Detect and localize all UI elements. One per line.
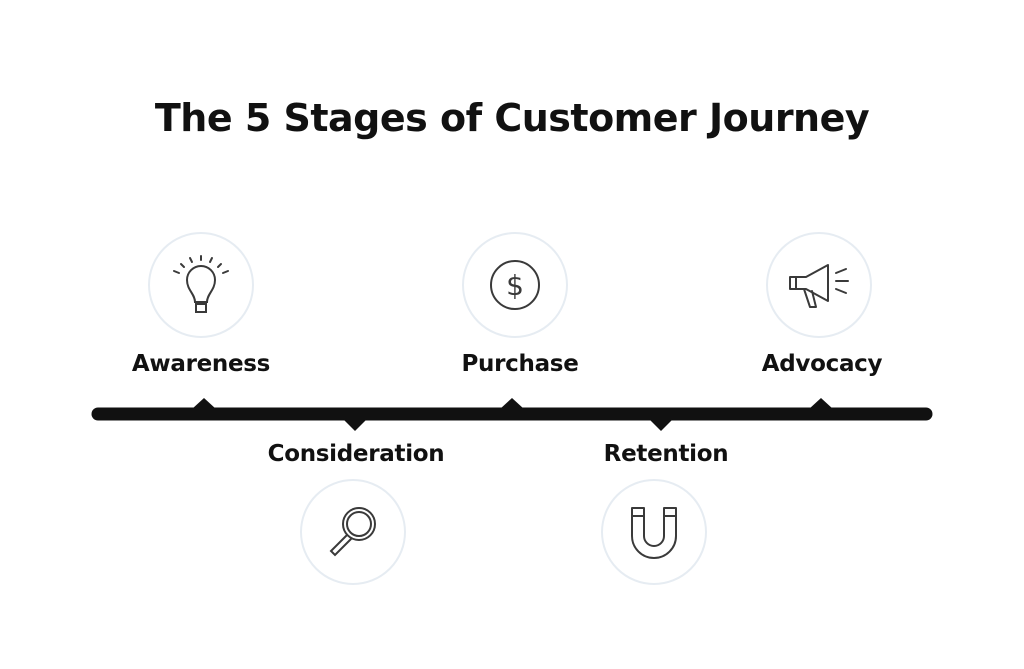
stage-consideration-circle [300,479,406,585]
magnet-icon [631,507,677,559]
stage-awareness-label: Awareness [131,351,271,377]
stage-advocacy-label: Advocacy [761,351,883,377]
magnifying-glass-icon [329,507,376,557]
stage-awareness-circle [148,232,254,338]
diagram-title: The 5 Stages of Customer Journey [154,96,870,140]
timeline-marker-purchase [500,398,524,409]
timeline-marker-advocacy [809,398,833,409]
stage-retention-label: Retention [603,441,729,467]
stage-purchase-label: Purchase [461,351,579,377]
stage-advocacy-circle [766,232,872,338]
dollar-coin-icon: $ [490,260,540,310]
stage-retention-circle [601,479,707,585]
timeline-marker-awareness [192,398,216,409]
megaphone-icon [789,264,849,308]
svg-text:$: $ [506,269,524,302]
timeline-marker-retention [649,419,673,431]
stage-consideration-label: Consideration [267,441,445,467]
stage-purchase-circle: $ [462,232,568,338]
lightbulb-icon [173,255,229,313]
timeline-marker-consideration [343,419,367,431]
